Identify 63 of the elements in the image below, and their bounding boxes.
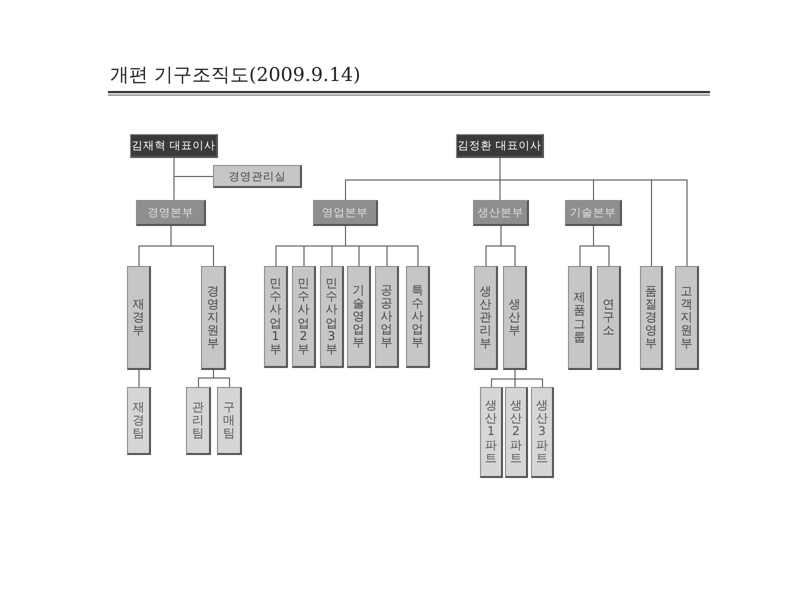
department-box [406, 266, 430, 368]
department-box [127, 266, 151, 370]
executive-box [456, 134, 544, 158]
division-box [473, 200, 529, 226]
division-box [313, 200, 378, 226]
team-box [505, 387, 528, 478]
unit-name: 품질경영부 [645, 284, 657, 350]
department-box [597, 266, 621, 370]
team-box [217, 387, 242, 455]
department-box [474, 266, 498, 370]
connector-line [500, 226, 516, 266]
unit-name: 민수사업3부 [326, 276, 338, 356]
unit-name: 생산1파트 [485, 399, 497, 465]
team-box [531, 387, 554, 478]
unit-name: 관리팀 [192, 400, 204, 440]
unit-name: 생산2파트 [510, 399, 522, 465]
department-box [640, 266, 663, 370]
team-box [127, 387, 151, 455]
team-box [186, 387, 211, 455]
unit-name: 구매팀 [223, 400, 235, 440]
unit-name: 기술본부 [570, 205, 616, 220]
department-box [320, 266, 344, 368]
connector-line [500, 158, 688, 266]
department-box [201, 266, 226, 370]
unit-name: 민수사업2부 [298, 276, 310, 356]
connector-line [514, 370, 543, 388]
unit-name: 경영지원부 [207, 284, 219, 350]
connector-line [170, 226, 214, 266]
department-box [675, 266, 699, 370]
department-box [568, 266, 592, 370]
division-box [136, 200, 206, 226]
executive-box [130, 134, 218, 158]
connector-line [213, 370, 230, 388]
unit-name: 재경팀 [132, 400, 144, 440]
unit-name: 김정환 대표이사 [457, 138, 542, 153]
department-box [264, 266, 288, 368]
unit-name: 경영관리실 [228, 168, 286, 184]
unit-name: 고객지원부 [680, 284, 692, 350]
connector-line [593, 226, 610, 266]
unit-name: 생산본부 [478, 205, 524, 220]
connector-line [345, 226, 418, 266]
unit-name: 공공사업부 [380, 284, 392, 350]
unit-name: 재경부 [132, 298, 144, 338]
unit-name: 생산3파트 [536, 399, 548, 465]
department-box [347, 266, 371, 368]
unit-name: 제품그룹 [574, 291, 586, 344]
department-box [292, 266, 316, 368]
division-box [565, 200, 622, 226]
unit-name: 생산관리부 [480, 284, 492, 350]
unit-name: 경영본부 [148, 205, 194, 220]
unit-name: 민수사업1부 [270, 276, 282, 356]
department-box [375, 266, 399, 368]
unit-name: 특수사업부 [412, 284, 424, 350]
unit-name: 김재혁 대표이사 [131, 138, 216, 153]
department-box [213, 165, 302, 188]
diagram-title: 개편 기구조직도(2009.9.14) [110, 63, 361, 88]
unit-name: 기술영업부 [352, 284, 364, 350]
department-box [503, 266, 527, 370]
unit-name: 영업본부 [322, 205, 368, 220]
unit-name: 생산부 [508, 298, 520, 338]
unit-name: 연구소 [602, 298, 614, 338]
connector-line [138, 370, 140, 388]
team-box [480, 387, 503, 478]
